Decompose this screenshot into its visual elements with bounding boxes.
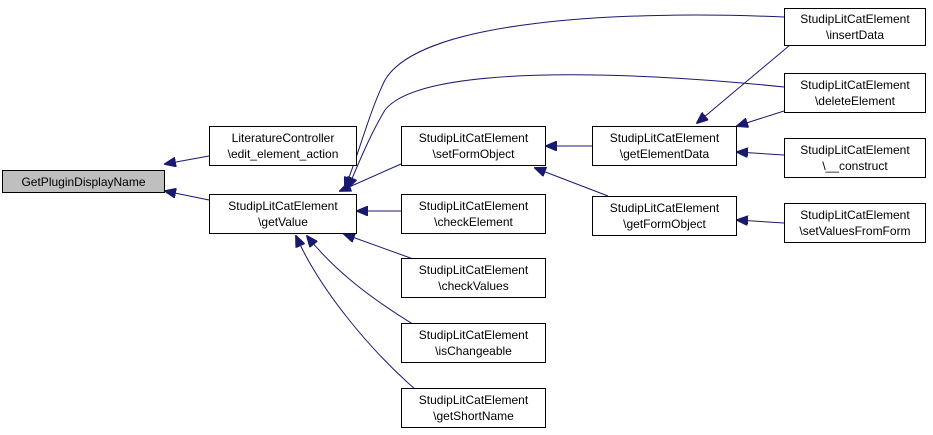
node-class-label: StudipLitCatElement <box>418 131 529 145</box>
node-class-label: StudipLitCatElement <box>800 208 910 222</box>
node-method-label: \getElementData <box>619 147 710 161</box>
node-method-label: \getValue <box>258 215 308 229</box>
node-class-label: StudipLitCatElement <box>800 12 910 26</box>
node-class-label: StudipLitCatElement <box>418 199 529 213</box>
node-class-label: StudipLitCatElement <box>418 328 529 342</box>
node-method-label: \setValuesFromForm <box>799 224 911 238</box>
edge-ischangeable-to-getvalue <box>307 236 417 327</box>
edge-edit-action-to-root <box>165 155 210 164</box>
edge-getvalue-to-root <box>165 191 210 201</box>
node-method-label: \checkValues <box>438 279 509 293</box>
node-method-label: \setFormObject <box>432 147 515 161</box>
node-get-short-name[interactable]: StudipLitCatElement \getShortName <box>401 388 546 428</box>
node-class-label: StudipLitCatElement <box>418 263 529 277</box>
node-label: GetPluginDisplayName <box>21 175 146 189</box>
node-method-label: \insertData <box>825 28 885 42</box>
node-edit-element-action[interactable]: LiteratureController \edit_element_actio… <box>209 126 357 166</box>
node-method-label: \edit_element_action <box>227 147 339 161</box>
edge-deleteelement-to-getelementdata <box>737 110 785 126</box>
node-method-label: \__construct <box>822 159 888 173</box>
node-class-label: LiteratureController <box>231 131 335 145</box>
edge-deleteelement-to-getvalue <box>348 74 785 188</box>
edge-getformobject-to-setformobject <box>535 168 609 197</box>
node-check-values[interactable]: StudipLitCatElement \checkValues <box>401 258 546 298</box>
node-construct[interactable]: StudipLitCatElement \__construct <box>784 138 926 178</box>
node-delete-element[interactable]: StudipLitCatElement \deleteElement <box>784 73 926 113</box>
node-method-label: \checkElement <box>434 215 513 229</box>
node-class-label: StudipLitCatElement <box>609 201 720 215</box>
node-class-label: StudipLitCatElement <box>228 199 338 213</box>
node-class-label: StudipLitCatElement <box>418 393 529 407</box>
edge-insertdata-to-getelementdata <box>697 44 791 123</box>
node-get-form-object[interactable]: StudipLitCatElement \getFormObject <box>592 196 737 236</box>
node-class-label: StudipLitCatElement <box>800 78 910 92</box>
node-check-element[interactable]: StudipLitCatElement \checkElement <box>401 194 546 234</box>
edge-getshortname-to-getvalue <box>296 236 417 391</box>
node-method-label: \isChangeable <box>435 344 512 358</box>
node-method-label: \getFormObject <box>623 217 706 231</box>
node-get-plugin-display-name: GetPluginDisplayName <box>2 170 165 193</box>
edge-insertdata-to-getvalue <box>345 14 785 188</box>
edge-setvaluesfromform-to-getformobject <box>737 220 785 223</box>
edge-checkvalues-to-getvalue <box>344 234 417 261</box>
node-set-values-from-form[interactable]: StudipLitCatElement \setValuesFromForm <box>784 203 926 243</box>
edge-construct-to-getelementdata <box>737 152 785 155</box>
node-set-form-object[interactable]: StudipLitCatElement \setFormObject <box>401 126 546 166</box>
node-method-label: \getShortName <box>433 409 514 423</box>
node-insert-data[interactable]: StudipLitCatElement \insertData <box>784 8 926 46</box>
node-get-value[interactable]: StudipLitCatElement \getValue <box>209 194 357 234</box>
node-class-label: StudipLitCatElement <box>609 131 720 145</box>
node-is-changeable[interactable]: StudipLitCatElement \isChangeable <box>401 323 546 363</box>
node-class-label: StudipLitCatElement <box>800 143 910 157</box>
node-get-element-data[interactable]: StudipLitCatElement \getElementData <box>592 126 737 166</box>
node-method-label: \deleteElement <box>814 94 896 108</box>
